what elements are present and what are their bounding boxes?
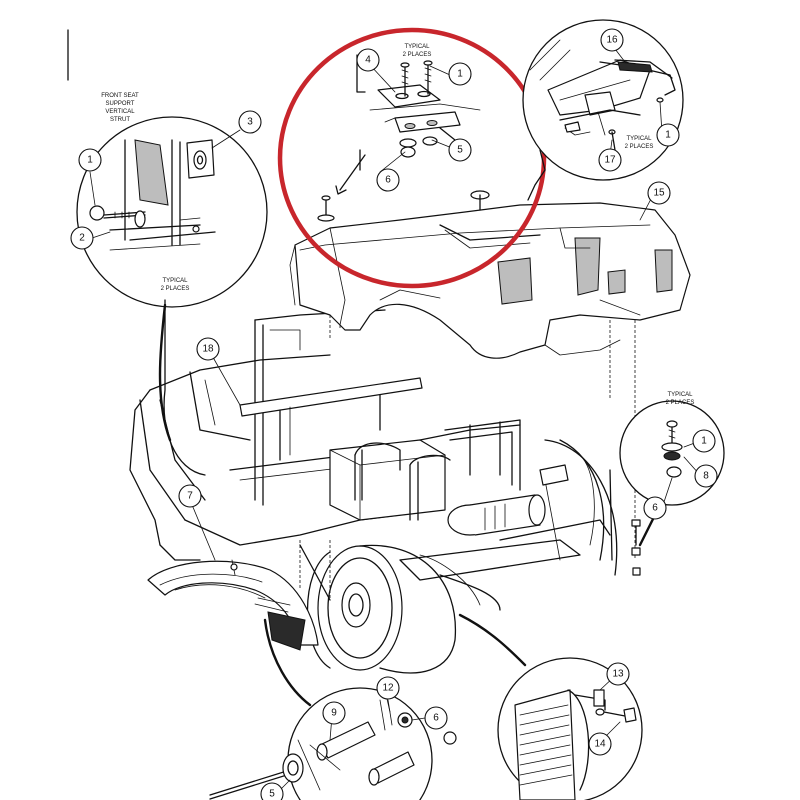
callout-1b: 1 [448, 62, 472, 86]
label-typical-line2: 2 PLACES [403, 52, 432, 58]
callout-5b: 5 [260, 782, 284, 800]
callout-1d: 1 [692, 429, 716, 453]
svg-text:9: 9 [331, 708, 337, 719]
detail-seat-strut [76, 116, 268, 476]
callout-9: 9 [322, 701, 346, 725]
svg-text:5: 5 [457, 145, 463, 156]
svg-text:14: 14 [594, 739, 606, 750]
label-typical-bracket: TYPICAL 2 PLACES [403, 44, 432, 58]
svg-text:4: 4 [365, 55, 371, 66]
detail-handle-mount [522, 19, 684, 201]
detail-axle-parts [209, 618, 457, 800]
label-front-seat-line1: FRONT SEAT [101, 93, 139, 99]
label-typical-line2: 2 PLACES [625, 144, 654, 150]
label-typical-rear: TYPICAL 2 PLACES [666, 392, 695, 406]
svg-text:6: 6 [385, 175, 391, 186]
svg-text:16: 16 [606, 35, 618, 46]
label-typical-line1: TYPICAL [667, 392, 693, 398]
svg-text:6: 6 [433, 713, 439, 724]
callout-17: 17 [598, 148, 622, 172]
svg-text:18: 18 [202, 344, 214, 355]
label-typical-handle: TYPICAL 2 PLACES [625, 136, 654, 150]
label-typical-line1: TYPICAL [626, 136, 652, 142]
callout-6b: 6 [643, 496, 667, 520]
callout-8: 8 [694, 464, 718, 488]
detail-bracket-mount [335, 54, 481, 195]
svg-text:13: 13 [612, 669, 624, 680]
svg-text:6: 6 [652, 503, 658, 514]
callout-6c: 6 [424, 706, 448, 730]
svg-text:1: 1 [665, 130, 671, 141]
svg-text:5: 5 [269, 789, 275, 800]
label-front-seat-line2: SUPPORT [106, 101, 135, 107]
highlight-circle [277, 27, 547, 289]
callout-4: 4 [356, 48, 380, 72]
vehicle-chassis [67, 29, 641, 674]
label-front-seat-support: FRONT SEAT SUPPORT VERTICAL STRUT [101, 93, 139, 123]
callout-7: 7 [178, 484, 202, 508]
svg-text:7: 7 [187, 491, 193, 502]
label-front-seat-line3: VERTICAL [105, 109, 135, 115]
svg-text:8: 8 [703, 471, 709, 482]
label-front-seat-line4: STRUT [110, 117, 130, 123]
svg-text:2: 2 [79, 233, 85, 244]
svg-text:15: 15 [653, 188, 665, 199]
callout-18: 18 [196, 337, 220, 361]
callout-1c: 1 [656, 123, 680, 147]
label-typical-line1: TYPICAL [404, 44, 430, 50]
svg-text:3: 3 [247, 117, 253, 128]
svg-text:1: 1 [87, 155, 93, 166]
detail-fender-fastener [458, 613, 643, 800]
label-typical-line2: 2 PLACES [666, 400, 695, 406]
callout-14: 14 [588, 732, 612, 756]
svg-text:1: 1 [457, 69, 463, 80]
callout-5: 5 [448, 138, 472, 162]
callout-1a: 1 [78, 148, 102, 172]
callout-6a: 6 [376, 168, 400, 192]
label-typical-line1: TYPICAL [162, 278, 188, 284]
label-typical-seat-strut: TYPICAL 2 PLACES [161, 278, 190, 292]
svg-text:17: 17 [604, 155, 616, 166]
svg-text:1: 1 [701, 436, 707, 447]
label-typical-line2: 2 PLACES [161, 286, 190, 292]
callout-15: 15 [647, 181, 671, 205]
callout-12: 12 [376, 676, 400, 700]
callout-16: 16 [600, 28, 624, 52]
callout-2: 2 [70, 226, 94, 250]
callout-3: 3 [238, 110, 262, 134]
svg-text:12: 12 [382, 683, 394, 694]
rear-body-part [289, 190, 691, 359]
callout-13: 13 [606, 662, 630, 686]
